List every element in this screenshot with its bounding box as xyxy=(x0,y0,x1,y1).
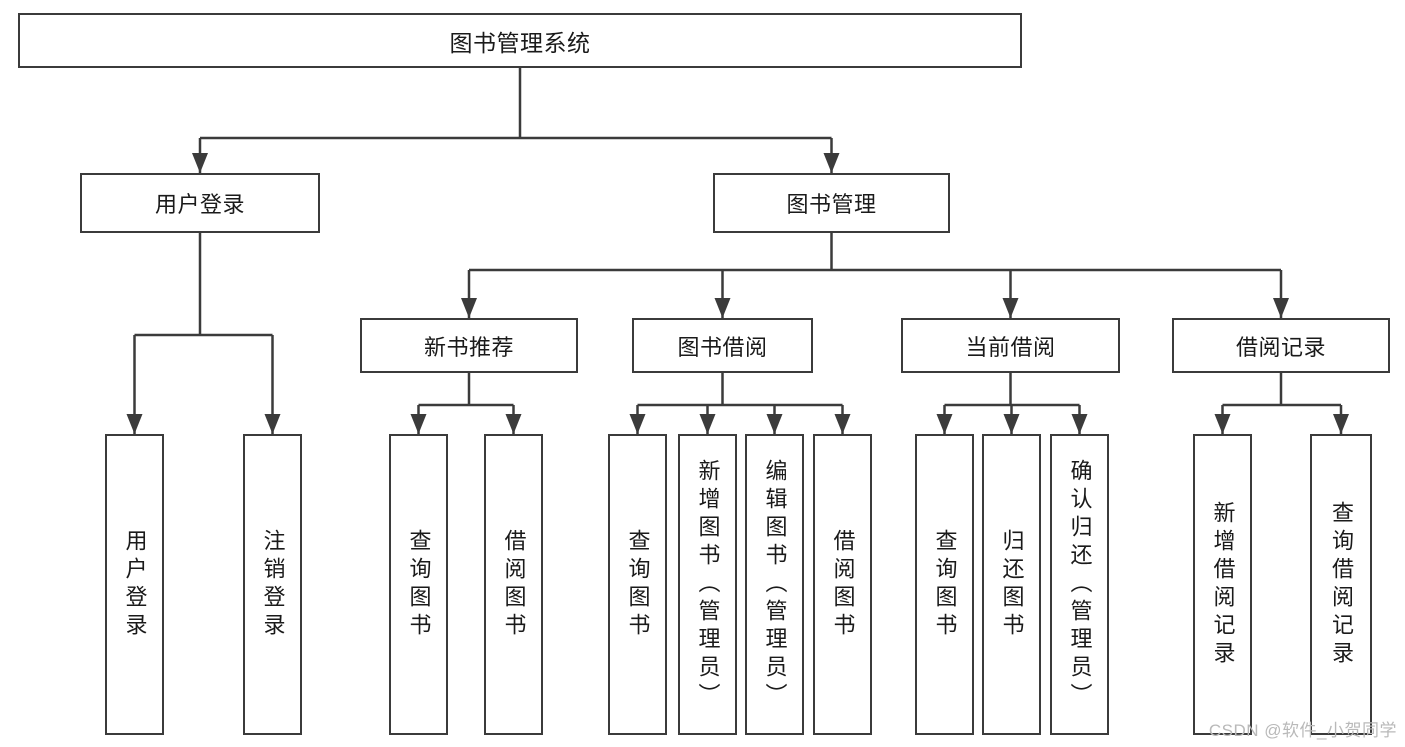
node-label: 查询图书 xyxy=(625,528,651,641)
node-user-login[interactable]: 用户登录 xyxy=(80,173,320,233)
arrow-head-icon xyxy=(461,298,477,318)
node-root[interactable]: 图书管理系统 xyxy=(18,13,1022,68)
arrow-head-icon xyxy=(834,414,851,434)
node-new-book-rec[interactable]: 新书推荐 xyxy=(360,318,578,373)
node-label: 查询图书 xyxy=(406,528,432,641)
arrow-head-icon xyxy=(1002,298,1019,318)
arrow-head-icon xyxy=(1333,414,1349,434)
arrow-head-icon xyxy=(1273,298,1289,318)
node-leaf-borrow-book[interactable]: 借阅图书 xyxy=(813,434,872,735)
arrow-head-icon xyxy=(126,414,143,434)
arrow-head-icon xyxy=(505,414,522,434)
node-leaf-query-book-borrow[interactable]: 查询图书 xyxy=(608,434,667,735)
arrow-head-icon xyxy=(699,414,716,434)
node-leaf-borrow-book-rec[interactable]: 借阅图书 xyxy=(484,434,543,735)
arrow-head-icon xyxy=(1214,414,1231,434)
node-leaf-logout[interactable]: 注销登录 xyxy=(243,434,302,735)
arrow-head-icon xyxy=(1003,414,1020,434)
node-label: 查询借阅记录 xyxy=(1329,500,1354,669)
node-book-borrow[interactable]: 图书借阅 xyxy=(632,318,813,373)
node-label: 图书借阅 xyxy=(677,334,768,360)
arrow-head-icon xyxy=(766,414,783,434)
arrow-head-icon xyxy=(264,414,281,434)
node-label: 确认归还（管理员） xyxy=(1067,458,1093,711)
node-label: 用户登录 xyxy=(122,528,148,641)
node-leaf-edit-book[interactable]: 编辑图书（管理员） xyxy=(745,434,804,735)
node-leaf-add-book[interactable]: 新增图书（管理员） xyxy=(678,434,737,735)
node-leaf-query-record[interactable]: 查询借阅记录 xyxy=(1310,434,1372,735)
node-label: 查询图书 xyxy=(932,528,958,641)
arrow-head-icon xyxy=(714,298,731,318)
node-leaf-query-book-cur[interactable]: 查询图书 xyxy=(915,434,974,735)
node-leaf-confirm-return[interactable]: 确认归还（管理员） xyxy=(1050,434,1109,735)
arrow-head-icon xyxy=(936,414,953,434)
node-label: 借阅记录 xyxy=(1235,334,1326,360)
node-leaf-return-book[interactable]: 归还图书 xyxy=(982,434,1041,735)
node-label: 借阅图书 xyxy=(830,528,856,641)
node-leaf-user-login[interactable]: 用户登录 xyxy=(105,434,164,735)
node-label: 新增图书（管理员） xyxy=(695,458,721,711)
arrow-head-icon xyxy=(1071,414,1088,434)
node-label: 图书管理系统 xyxy=(449,29,591,56)
arrow-head-icon xyxy=(192,153,208,173)
node-label: 新书推荐 xyxy=(423,334,514,360)
arrow-head-icon xyxy=(410,414,427,434)
node-borrow-record[interactable]: 借阅记录 xyxy=(1172,318,1390,373)
node-label: 借阅图书 xyxy=(501,528,527,641)
node-book-manage[interactable]: 图书管理 xyxy=(713,173,950,233)
node-label: 用户登录 xyxy=(154,192,245,217)
node-label: 新增借阅记录 xyxy=(1210,500,1236,669)
node-label: 图书管理 xyxy=(786,192,877,217)
node-leaf-query-book-rec[interactable]: 查询图书 xyxy=(389,434,448,735)
node-label: 注销登录 xyxy=(260,528,286,641)
arrow-head-icon xyxy=(629,414,646,434)
node-current-borrow[interactable]: 当前借阅 xyxy=(901,318,1120,373)
watermark-text: CSDN @软件_小贺同学 xyxy=(1208,721,1397,740)
node-leaf-add-record[interactable]: 新增借阅记录 xyxy=(1193,434,1252,735)
arrow-head-icon xyxy=(823,153,840,173)
node-label: 编辑图书（管理员） xyxy=(762,458,788,711)
node-label: 归还图书 xyxy=(999,528,1025,641)
node-label: 当前借阅 xyxy=(965,334,1056,360)
